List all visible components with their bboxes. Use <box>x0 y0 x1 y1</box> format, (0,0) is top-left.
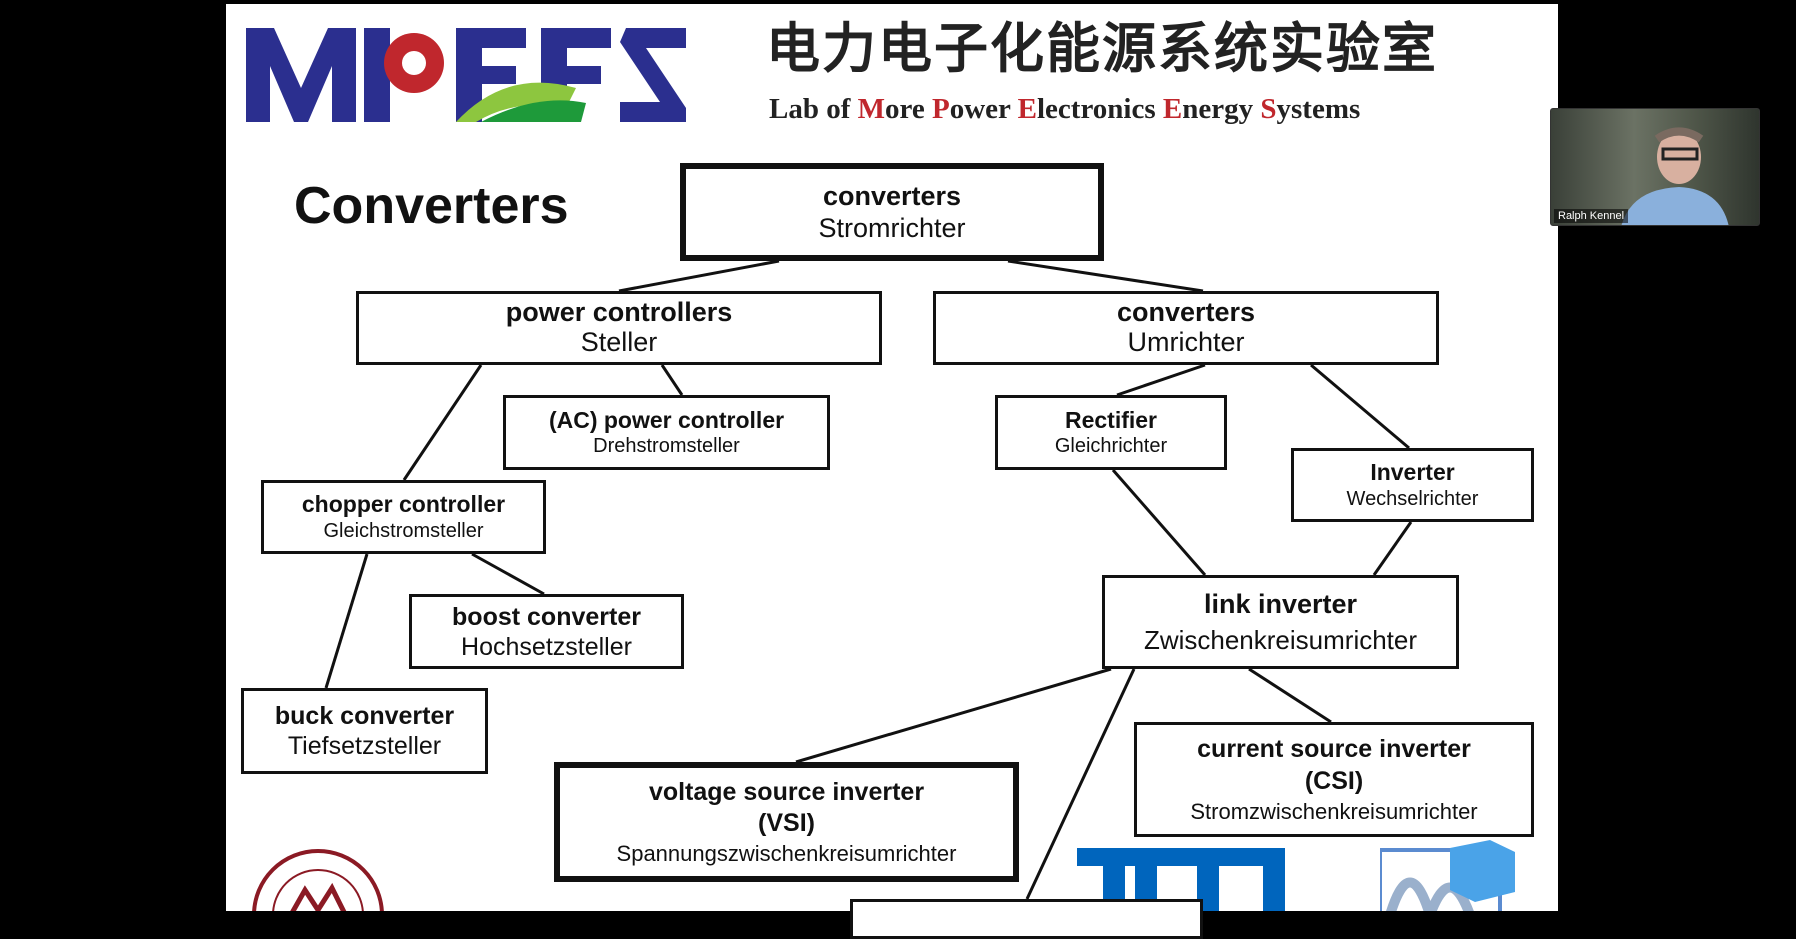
node-de: Spannungszwischenkreisumrichter <box>616 841 957 867</box>
node-en: (AC) power controller <box>548 406 785 433</box>
connector-line <box>660 364 684 396</box>
node-en: boost converter <box>452 602 641 631</box>
participant-video <box>1621 127 1729 225</box>
slide-title: Converters <box>294 177 569 235</box>
institute-logo <box>1380 840 1515 911</box>
english-title-part: ower <box>949 93 1018 125</box>
tum-logo <box>1077 848 1285 911</box>
node-en: chopper controller <box>301 491 506 518</box>
node-en: power controllers <box>505 297 733 328</box>
node-abbr: (CSI) <box>1304 766 1364 795</box>
node-en: current source inverter <box>1197 735 1471 764</box>
participant-name: Ralph Kennel <box>1554 209 1629 223</box>
connector-line <box>1248 667 1332 724</box>
connector-line <box>1310 363 1410 450</box>
node-de: Stromrichter <box>818 213 966 243</box>
node-rectifier: Rectifier Gleichrichter <box>995 395 1227 470</box>
english-title-part: M <box>857 93 886 125</box>
node-boost-converter: boost converter Hochsetzsteller <box>409 594 684 669</box>
english-title-part: E <box>1162 93 1183 125</box>
node-converters-top: converters Stromrichter <box>680 163 1104 261</box>
node-de: Hochsetzsteller <box>461 632 632 661</box>
node-en: link inverter <box>1203 589 1358 620</box>
sjtu-seal-logo <box>252 849 384 911</box>
connector-line <box>324 553 369 689</box>
english-title-part: S <box>1260 93 1277 125</box>
node-en: Rectifier <box>1064 406 1158 433</box>
english-title-part: E <box>1017 93 1037 125</box>
english-title-part: Lab of <box>769 93 858 125</box>
connector-line <box>1111 469 1207 576</box>
node-de: Gleichrichter <box>1054 435 1168 458</box>
node-current-source-inverter: current source inverter (CSI) Stromzwisc… <box>1134 722 1534 837</box>
node-en: Inverter <box>1370 459 1455 486</box>
connector-line <box>795 667 1112 764</box>
connector-line <box>471 552 545 596</box>
node-en: voltage source inverter <box>648 777 925 806</box>
node-power-controllers: power controllers Steller <box>356 291 882 365</box>
english-title-part: lectronics <box>1036 93 1163 125</box>
connector-line <box>618 259 780 293</box>
node-de: Stromzwischenkreisumrichter <box>1190 798 1478 824</box>
node-voltage-source-inverter: voltage source inverter (VSI) Spannungsz… <box>554 762 1019 882</box>
node-buck-converter: buck converter Tiefsetzsteller <box>241 688 488 774</box>
node-de: Zwischenkreisumrichter <box>1143 624 1418 655</box>
mpees-logo <box>246 18 766 128</box>
node-de: Gleichstromsteller <box>323 519 484 542</box>
node-de: Tiefsetzsteller <box>287 732 442 760</box>
english-title-part: ystems <box>1276 93 1361 125</box>
node-chopper-controller: chopper controller Gleichstromsteller <box>261 480 546 554</box>
node-abbr: (VSI) <box>758 809 815 838</box>
node-de: Umrichter <box>1127 327 1245 357</box>
node-de: Steller <box>580 327 658 357</box>
connector-line <box>1372 521 1413 576</box>
connector-line <box>1007 259 1204 293</box>
connector-line <box>1116 363 1206 397</box>
participant-video-tile[interactable]: Ralph Kennel <box>1550 108 1760 226</box>
english-title-part: P <box>932 93 950 125</box>
connector-line <box>1025 668 1136 900</box>
node-ac-power-controller: (AC) power controller Drehstromsteller <box>503 395 830 470</box>
node-en: converters <box>822 180 962 211</box>
english-title-part: nergy <box>1182 93 1261 125</box>
connector-lines <box>324 259 1413 900</box>
lab-english-title: Lab of More Power Electronics Energy Sys… <box>769 92 1360 126</box>
english-title-part: ore <box>885 93 932 125</box>
node-en: converters <box>1116 297 1256 328</box>
node-en: buck converter <box>274 702 455 730</box>
node-de: Drehstromsteller <box>593 435 740 458</box>
node-de: Wechselrichter <box>1346 487 1479 510</box>
node-inverter: Inverter Wechselrichter <box>1291 448 1534 522</box>
node-link-inverter: link inverter Zwischenkreisumrichter <box>1102 575 1459 669</box>
mpees-logo-graphic <box>246 28 686 122</box>
lab-chinese-title: 电力电子化能源系统实验室 <box>766 19 1438 79</box>
node-partial-bottom <box>850 899 1203 939</box>
connector-line <box>402 364 483 481</box>
node-converters-umrichter: converters Umrichter <box>933 291 1439 365</box>
